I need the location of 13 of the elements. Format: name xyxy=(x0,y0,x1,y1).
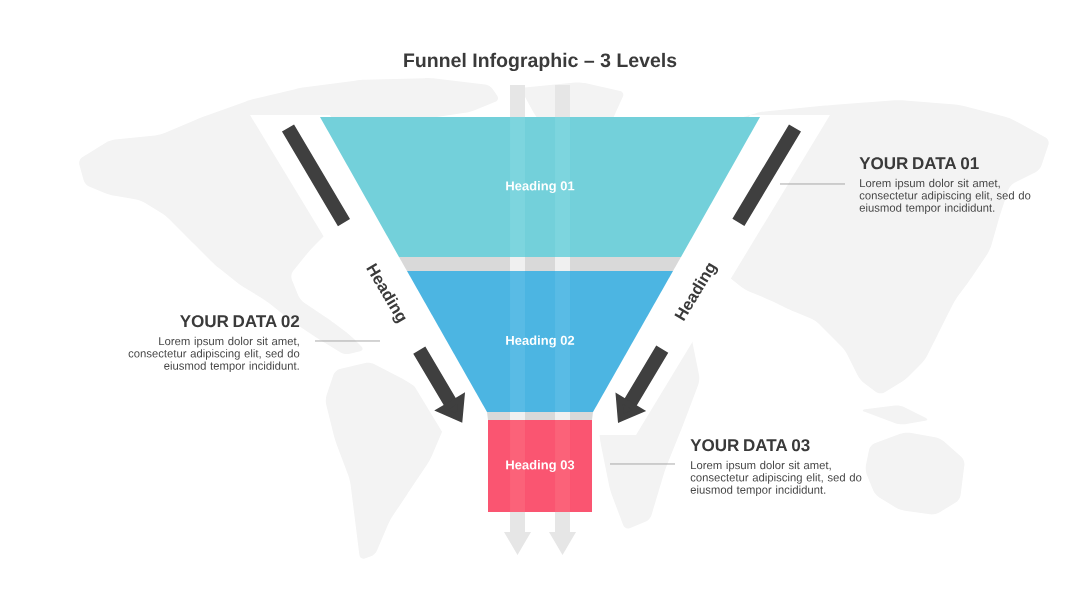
leader-line xyxy=(609,463,676,465)
description-text: Lorem ipsum dolor sit amet, consectetur adipiscing elit, sed do eiusmod tempor incididunt. xyxy=(128,336,300,372)
funnel-level: Heading 03 xyxy=(488,420,592,512)
leader-line xyxy=(779,183,846,185)
data-heading: YOUR DATA 01 xyxy=(859,157,979,170)
funnel-level: Heading 01 xyxy=(320,117,760,257)
leader-line xyxy=(314,340,381,342)
data-heading: YOUR DATA 03 xyxy=(690,439,810,452)
data-heading: YOUR DATA 02 xyxy=(180,315,300,328)
description-text: Lorem ipsum dolor sit amet, consectetur adipiscing elit, sed do eiusmod tempor incididunt. xyxy=(859,178,1031,214)
description-text: Lorem ipsum dolor sit amet, consectetur adipiscing elit, sed do eiusmod tempor incididunt. xyxy=(690,460,862,496)
title: Funnel Infographic – 3 Levels xyxy=(404,52,677,72)
funnel-level: Heading 02 xyxy=(407,271,673,412)
